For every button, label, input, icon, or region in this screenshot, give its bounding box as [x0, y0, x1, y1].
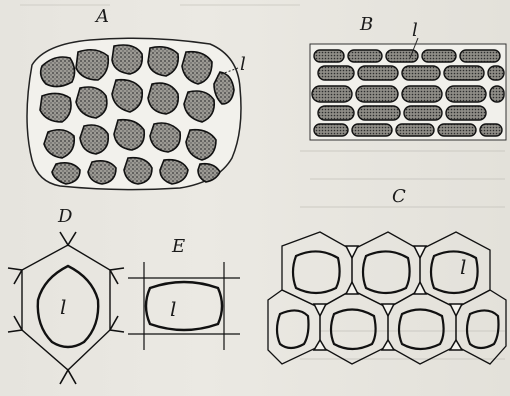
figure-b-lumen-label: l: [412, 20, 418, 41]
figure-b: B l: [310, 14, 506, 140]
figure-d: D l: [8, 206, 124, 384]
figure-d-lumen-label: l: [60, 295, 66, 319]
figure-d-label: D: [57, 206, 73, 227]
figure-c-lumen-label: l: [460, 255, 466, 279]
figure-e-lumen-label: l: [170, 297, 176, 321]
figure-d-lumen-wall: [38, 266, 98, 347]
figure-a-label: A: [94, 6, 109, 27]
figure-b-label: B: [359, 14, 373, 35]
figure-e-lumen-wall: [146, 282, 222, 330]
figure-c: C l: [268, 186, 506, 364]
figure-e-label: E: [171, 236, 185, 257]
figure-e: E l: [128, 236, 240, 350]
figure-a: A l: [27, 6, 246, 190]
figure-c-label: C: [392, 186, 406, 207]
figure-a-lumen-label: l: [240, 54, 246, 75]
